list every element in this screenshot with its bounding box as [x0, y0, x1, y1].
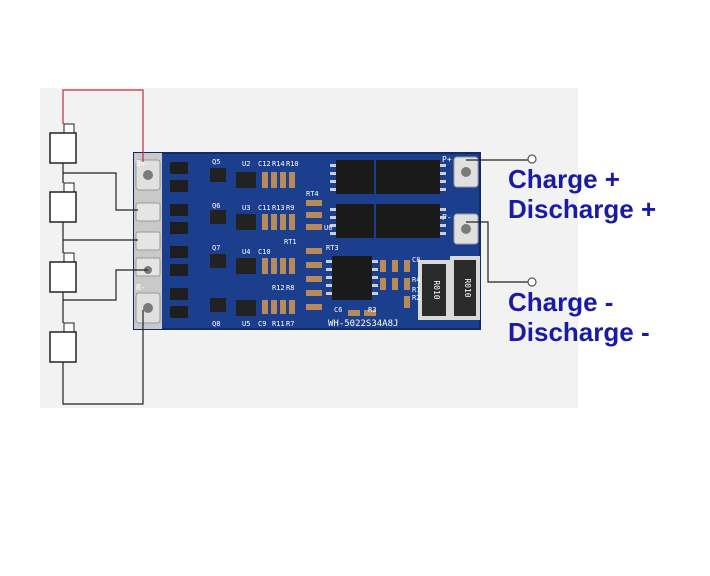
silk-r2: R2 — [412, 294, 420, 302]
sense-resistor-2: R010 — [450, 256, 480, 320]
wire-p-minus — [466, 221, 528, 283]
svg-text:R010: R010 — [463, 278, 472, 297]
silk-r10: R10 — [286, 160, 299, 168]
wire-tap-1 — [63, 172, 138, 211]
pcb-pad-b-minus: B- — [136, 283, 146, 292]
pcb-pad-p-minus: P- — [442, 213, 452, 222]
silk-u5: U5 — [242, 320, 250, 328]
power-mosfets — [330, 160, 446, 238]
silk-q7: Q7 — [212, 244, 220, 252]
silk-u2: U2 — [242, 160, 250, 168]
silk-c12: C12 — [258, 160, 271, 168]
svg-text:R010: R010 — [432, 280, 441, 299]
battery-cell-4 — [49, 322, 77, 363]
silk-r13: R13 — [272, 204, 285, 212]
silk-u3: U3 — [242, 204, 250, 212]
silk-r3: R3 — [368, 306, 376, 314]
silk-c11: C11 — [258, 204, 271, 212]
sense-resistor-1: R010 — [418, 260, 450, 320]
sot-transistors — [210, 168, 256, 316]
silk-rt1: RT1 — [284, 238, 297, 246]
label-charge-minus: Charge - — [508, 287, 614, 317]
silk-q6: Q6 — [212, 202, 220, 210]
silk-r14: R14 — [272, 160, 285, 168]
silk-r4: R4 — [412, 276, 420, 284]
pcb-pad-p-plus: P+ — [442, 155, 452, 164]
pcb-pad-b-plus: B+ — [136, 159, 146, 168]
wire-b-plus-red — [62, 89, 144, 162]
silk-c10: C10 — [258, 248, 271, 256]
silk-u4: U4 — [242, 248, 250, 256]
silk-q5: Q5 — [212, 158, 220, 166]
silk-r7: R7 — [286, 320, 294, 328]
terminal-p-minus — [527, 277, 537, 287]
silk-r8: R8 — [286, 284, 294, 292]
silk-r9: R9 — [286, 204, 294, 212]
controller-ic — [326, 256, 378, 300]
silk-c9: C9 — [258, 320, 266, 328]
silk-c8: C8 — [412, 256, 420, 264]
pcb-board: B+ B- P+ P- — [133, 152, 481, 330]
label-charge-plus: Charge + — [508, 164, 620, 194]
silk-rt4: RT4 — [306, 190, 319, 198]
silk-r1: R1 — [412, 286, 420, 294]
label-discharge-minus: Discharge - — [508, 317, 650, 347]
silk-r12: R12 — [272, 284, 285, 292]
silk-rt3: RT3 — [326, 244, 339, 252]
wiring — [62, 89, 537, 405]
board-model-label: WH-5022S34A8J — [328, 319, 398, 329]
silk-u6: U6 — [324, 224, 332, 232]
battery-cell-2 — [49, 182, 77, 223]
terminal-p-plus — [527, 154, 537, 164]
smd-passives — [262, 172, 410, 316]
label-discharge-plus: Discharge + — [508, 194, 657, 224]
silk-q8: Q8 — [212, 320, 220, 328]
wire-tap-3 — [63, 269, 148, 301]
small-mosfet-column — [170, 162, 188, 318]
silk-r11: R11 — [272, 320, 285, 328]
silk-c6: C6 — [334, 306, 342, 314]
wire-b-minus — [62, 310, 144, 405]
